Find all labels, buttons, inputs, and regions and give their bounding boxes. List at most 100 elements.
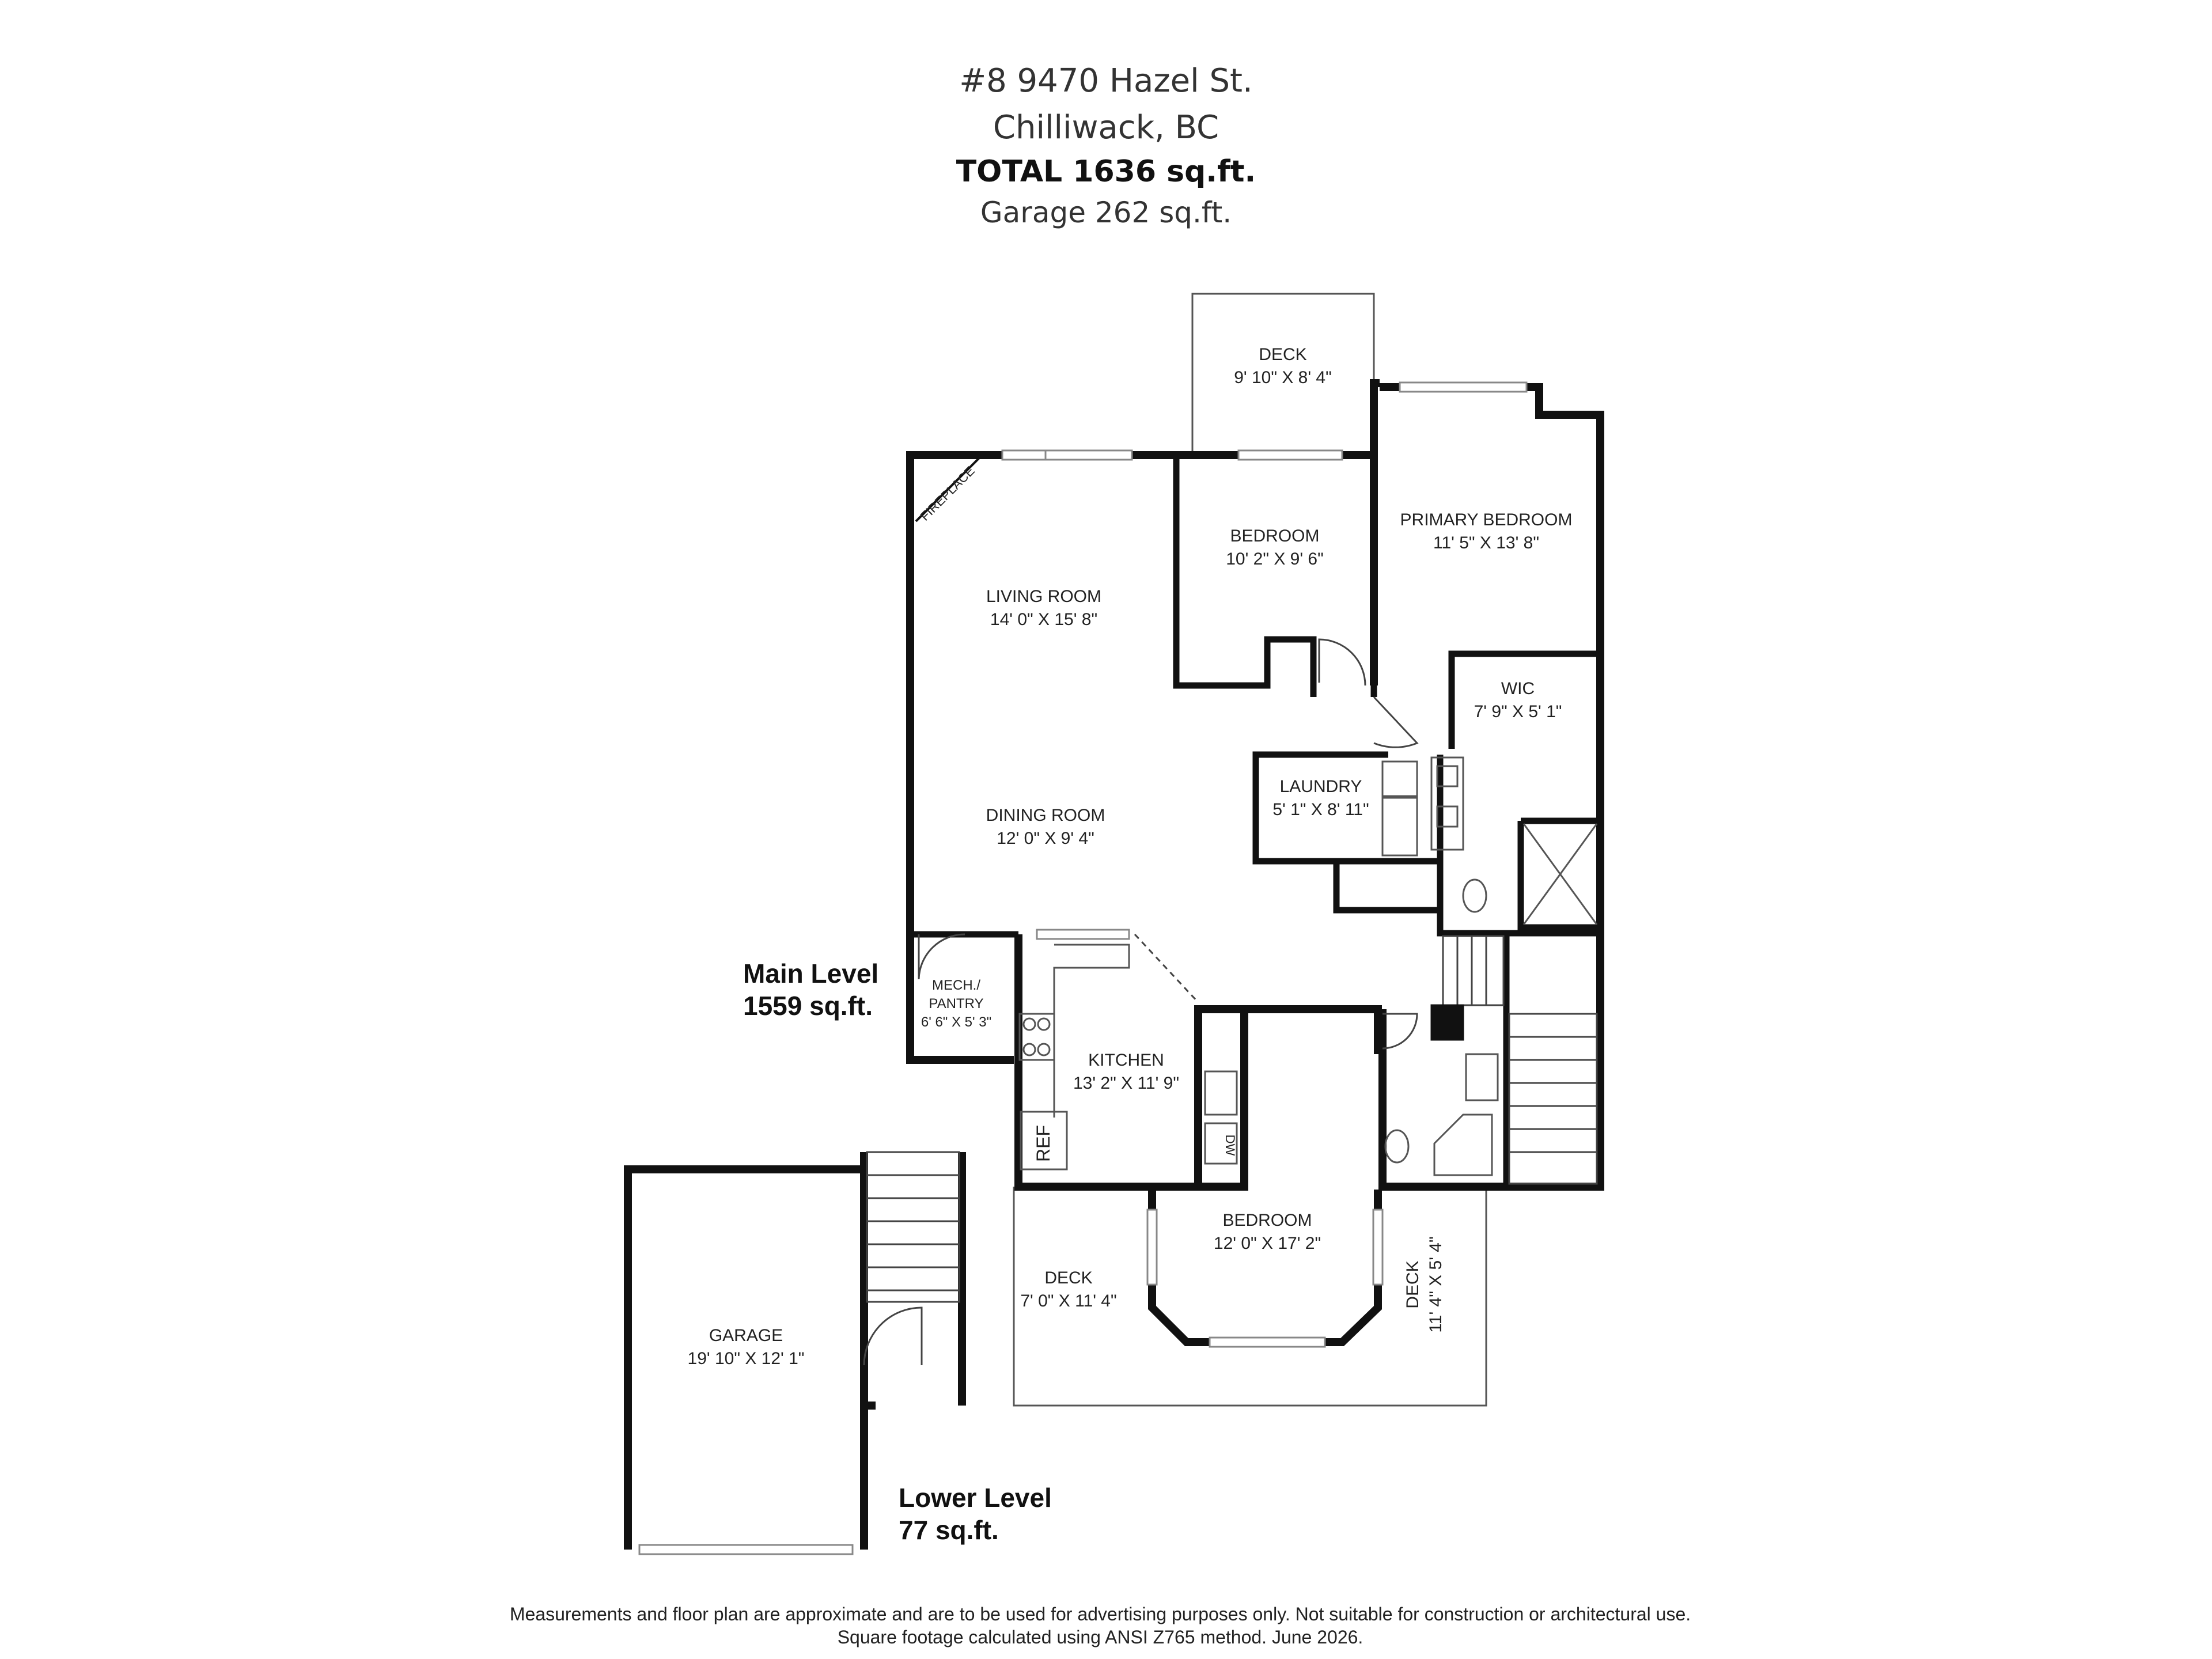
fixtures — [915, 457, 1598, 1176]
address-line-1: #8 9470 Hazel St. — [959, 62, 1253, 100]
water-heater — [1430, 1004, 1464, 1041]
primary-bedroom-dims: 11' 5" X 13' 8" — [1433, 533, 1539, 552]
deck-left-name: DECK — [1044, 1268, 1092, 1287]
stair-wall — [860, 1152, 876, 1410]
main-level-area: 1559 sq.ft. — [743, 991, 873, 1021]
deck-left-dims: 7' 0" X 11' 4" — [1020, 1291, 1116, 1310]
stairs-upper — [1442, 935, 1505, 1006]
bedroom-bottom-name: BEDROOM — [1222, 1211, 1312, 1230]
stairs-garage — [866, 1151, 960, 1303]
burner — [1022, 1017, 1036, 1031]
bedroom-top-dims: 10' 2" X 9' 6" — [1226, 550, 1324, 569]
lower-level-name: Lower Level — [899, 1483, 1052, 1513]
exterior-walls — [624, 379, 1604, 1550]
garage-dims: 19' 10" X 12' 1" — [688, 1349, 805, 1368]
laundry-wall — [1252, 751, 1440, 865]
main-level-name: Main Level — [743, 959, 879, 988]
bedroom-top-name: BEDROOM — [1230, 527, 1319, 546]
kitchen-name: KITCHEN — [1088, 1051, 1164, 1070]
dining-room-name: DINING ROOM — [986, 806, 1105, 825]
fireplace-line — [915, 457, 980, 522]
address-line-2: Chilliwack, BC — [993, 109, 1219, 146]
lower-level-label: Lower Level 77 sq.ft. — [899, 1482, 1052, 1546]
door-pantry — [918, 933, 965, 980]
bath-sink — [1465, 1053, 1499, 1101]
toilet-bath — [1384, 1129, 1410, 1164]
stairs-main — [1508, 1013, 1598, 1185]
mech-pantry-name-1: MECH./ — [932, 978, 980, 993]
window-primary — [1399, 381, 1528, 393]
door-primary — [1373, 696, 1419, 748]
hall-closet — [1333, 861, 1440, 914]
sink-2 — [1436, 805, 1459, 828]
dishwasher — [1204, 1122, 1238, 1165]
fridge — [1020, 1111, 1068, 1171]
total-area: TOTAL 1636 sq.ft. — [956, 154, 1256, 189]
primary-bedroom-name: PRIMARY BEDROOM — [1400, 510, 1573, 529]
sink-1 — [1436, 765, 1459, 787]
door-bedroom-top — [1318, 638, 1366, 686]
window-living-2 — [1044, 449, 1133, 461]
primary-wall — [1370, 379, 1380, 455]
laundry-dims: 5' 1" X 8' 11" — [1272, 800, 1369, 819]
door-bath — [1382, 1013, 1418, 1050]
fridge-label: REF — [1033, 1125, 1054, 1162]
burner — [1037, 1043, 1051, 1056]
main-level-label: Main Level 1559 sq.ft. — [743, 957, 878, 1022]
dishwasher-label: DW — [1223, 1135, 1237, 1156]
address-header: #8 9470 Hazel St. Chilliwack, BC TOTAL 1… — [818, 62, 1394, 229]
deck-right-dims: 11' 4" X 5' 4" — [1426, 1236, 1445, 1332]
window-kitchen — [1036, 929, 1130, 940]
lower-level-area: 77 sq.ft. — [899, 1515, 999, 1545]
dining-room-dims: 12' 0" X 9' 4" — [997, 829, 1094, 848]
door-kitchen-diag — [1134, 933, 1199, 1003]
washer — [1381, 760, 1418, 797]
disclaimer: Measurements and floor plan are approxim… — [509, 1604, 1691, 1647]
mech-pantry-dims: 6' 6" X 5' 3" — [921, 1014, 991, 1030]
window-bay-2 — [1209, 1336, 1326, 1348]
kitchen-sink — [1204, 1070, 1238, 1116]
bath-wall — [1378, 1009, 1506, 1191]
garage-area: Garage 262 sq.ft. — [980, 196, 1232, 229]
kitchen-wall — [1014, 934, 1248, 1191]
doors — [863, 638, 1419, 1366]
bedroom-top-inner — [1173, 455, 1317, 697]
bedroom-top-wall — [1176, 451, 1378, 685]
wic-name: WIC — [1501, 679, 1535, 698]
living-room-name: LIVING ROOM — [986, 587, 1101, 606]
laundry-name: LAUNDRY — [1280, 777, 1362, 796]
deck-top-outline — [1191, 293, 1375, 455]
primary-wall-top — [1380, 383, 1604, 1191]
wic-dims: 7' 9" X 5' 1" — [1474, 702, 1562, 721]
vanity — [1430, 756, 1464, 851]
corner-shower — [1433, 1113, 1493, 1176]
kitchen-dims: 13' 2" X 11' 9" — [1073, 1074, 1179, 1093]
window-garage — [638, 1544, 854, 1555]
wic-wall — [1448, 650, 1600, 749]
living-room-dims: 14' 0" X 15' 8" — [990, 610, 1097, 629]
window-bedroom-top — [1237, 449, 1343, 461]
bedroom-bottom-dims: 12' 0" X 17' 2" — [1214, 1234, 1321, 1253]
stairs — [866, 935, 1598, 1303]
deck-top-name: DECK — [1259, 345, 1306, 364]
window-living-1 — [1001, 449, 1050, 461]
counter-kitchen — [1053, 944, 1130, 1118]
mech-pantry-name-2: PANTRY — [929, 996, 983, 1012]
fireplace-label: FIREPLACE — [918, 464, 978, 524]
dryer — [1381, 797, 1418, 857]
window-bay-3 — [1372, 1209, 1384, 1286]
door-garage — [863, 1306, 923, 1366]
bedroom-bottom-wall — [1244, 1005, 1382, 1054]
deck-right-name: DECK — [1403, 1260, 1422, 1308]
living-wall-left — [906, 451, 1176, 1064]
shower-x2 — [1522, 823, 1598, 925]
burner — [1037, 1017, 1051, 1031]
shower-box — [1517, 817, 1604, 931]
burner — [1022, 1043, 1036, 1056]
toilet-ensuite — [1462, 878, 1487, 913]
garage-name: GARAGE — [709, 1326, 783, 1345]
bath-wall-upper — [1437, 755, 1600, 937]
windows — [638, 381, 1528, 1555]
deck-top-dims: 9' 10" X 8' 4" — [1234, 368, 1332, 387]
